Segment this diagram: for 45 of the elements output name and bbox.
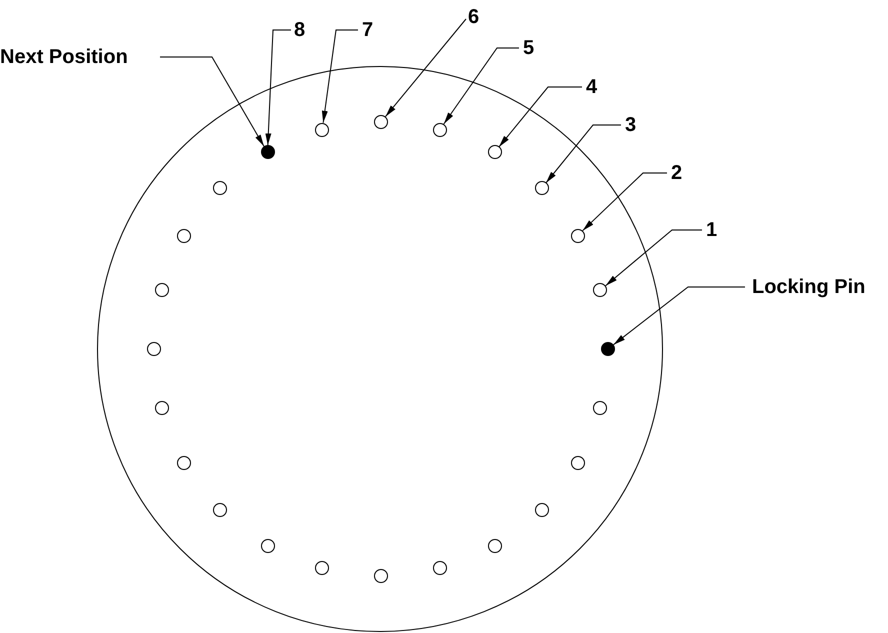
leader-line [613,286,746,346]
hole [488,538,502,553]
pin [601,342,615,356]
leader-line [160,56,264,147]
hole [315,561,330,576]
hole [154,283,169,298]
leader-line [385,18,466,118]
leader-line [545,124,622,184]
hole [154,400,169,415]
leader-line [443,48,520,124]
callout-number: 7 [362,19,374,41]
leader-line [265,30,292,146]
hole [432,561,447,576]
callout-label: Next Position [0,46,128,68]
hole [260,538,274,553]
leader-line [498,86,582,148]
leader-line [322,30,358,124]
callout-number: 5 [523,37,534,59]
callout-number: 3 [625,114,636,136]
hole [593,283,608,298]
hole [213,181,228,196]
callout-number: 8 [294,19,306,41]
callout-number: 1 [706,219,718,241]
hole [570,456,585,470]
hole [177,228,192,242]
hole [374,115,388,129]
hole [147,342,161,356]
hole [432,122,447,137]
hole [315,122,330,137]
leader-line [605,230,702,286]
hole [488,145,502,160]
callout-number: 2 [671,162,682,184]
hole [593,400,608,415]
callout-number: 4 [586,76,598,98]
hole [534,181,548,196]
pin [260,145,274,160]
leader-line [582,172,668,232]
hole [374,569,388,583]
hole [534,502,548,516]
hole [177,456,192,470]
index-plate [97,66,663,632]
callout-number: 6 [468,6,480,28]
hole [570,228,585,242]
callout-label: Locking Pin [752,276,866,298]
hole [213,502,228,516]
